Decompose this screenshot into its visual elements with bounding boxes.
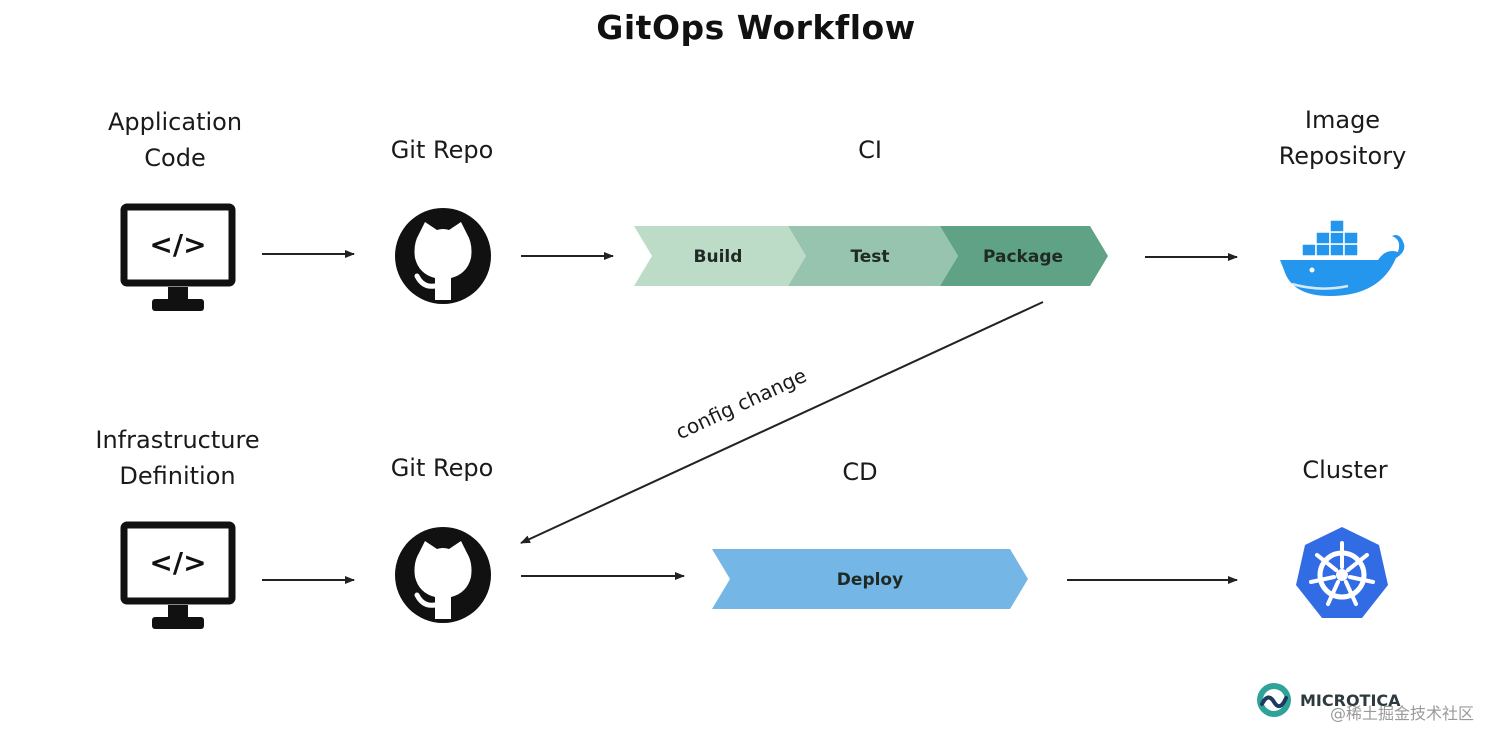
source-watermark: @稀土掘金技术社区 bbox=[1330, 704, 1475, 723]
cd-stage-deploy bbox=[712, 549, 1028, 609]
infrastructure-definition-label-line2: Definition bbox=[119, 462, 236, 490]
cd-label: CD bbox=[842, 458, 878, 486]
git-repo-bottom-label: Git Repo bbox=[390, 454, 494, 482]
kubernetes-helm-icon bbox=[1296, 527, 1388, 618]
ci-pipeline: Build Test Package bbox=[634, 226, 1108, 286]
application-code-label-line1: Application bbox=[107, 108, 243, 136]
ci-stage-build-label: Build bbox=[694, 247, 743, 267]
ci-stage-build bbox=[634, 226, 806, 286]
diagram-title: GitOps Workflow bbox=[596, 8, 916, 47]
application-code-label-line2: Code bbox=[144, 144, 206, 172]
github-icon-top bbox=[395, 208, 491, 304]
cd-stage-deploy-label: Deploy bbox=[837, 570, 903, 590]
svg-text:</>: </> bbox=[149, 228, 206, 261]
image-repository-label-line2: Repository bbox=[1278, 142, 1407, 170]
microtica-logo bbox=[1257, 683, 1291, 717]
ci-stage-test-label: Test bbox=[850, 247, 889, 267]
docker-whale-icon bbox=[1280, 219, 1405, 296]
image-repository-label: Image Repository bbox=[1260, 102, 1425, 174]
image-repository-label-line1: Image bbox=[1304, 106, 1381, 134]
ci-stage-test bbox=[788, 226, 958, 286]
ci-stage-package bbox=[940, 226, 1108, 286]
ci-stage-package-label: Package bbox=[983, 247, 1063, 267]
cluster-label: Cluster bbox=[1302, 456, 1388, 484]
git-repo-top-label: Git Repo bbox=[390, 136, 494, 164]
config-change-label: config change bbox=[672, 363, 810, 444]
microtica-brand-name: MICROTICA bbox=[1300, 691, 1401, 710]
arrow-config-change bbox=[520, 301, 1044, 544]
infrastructure-definition-label: Infrastructure Definition bbox=[75, 422, 280, 494]
application-code-label: Application Code bbox=[90, 104, 260, 176]
svg-text:</>: </> bbox=[149, 546, 206, 579]
ci-label: CI bbox=[858, 136, 882, 164]
computer-code-icon-bottom: </> bbox=[120, 521, 236, 629]
github-icon-bottom bbox=[395, 527, 491, 623]
infrastructure-definition-label-line1: Infrastructure bbox=[95, 426, 260, 454]
computer-code-icon-top: </> bbox=[120, 203, 236, 311]
cd-pipeline: Deploy bbox=[712, 549, 1028, 609]
